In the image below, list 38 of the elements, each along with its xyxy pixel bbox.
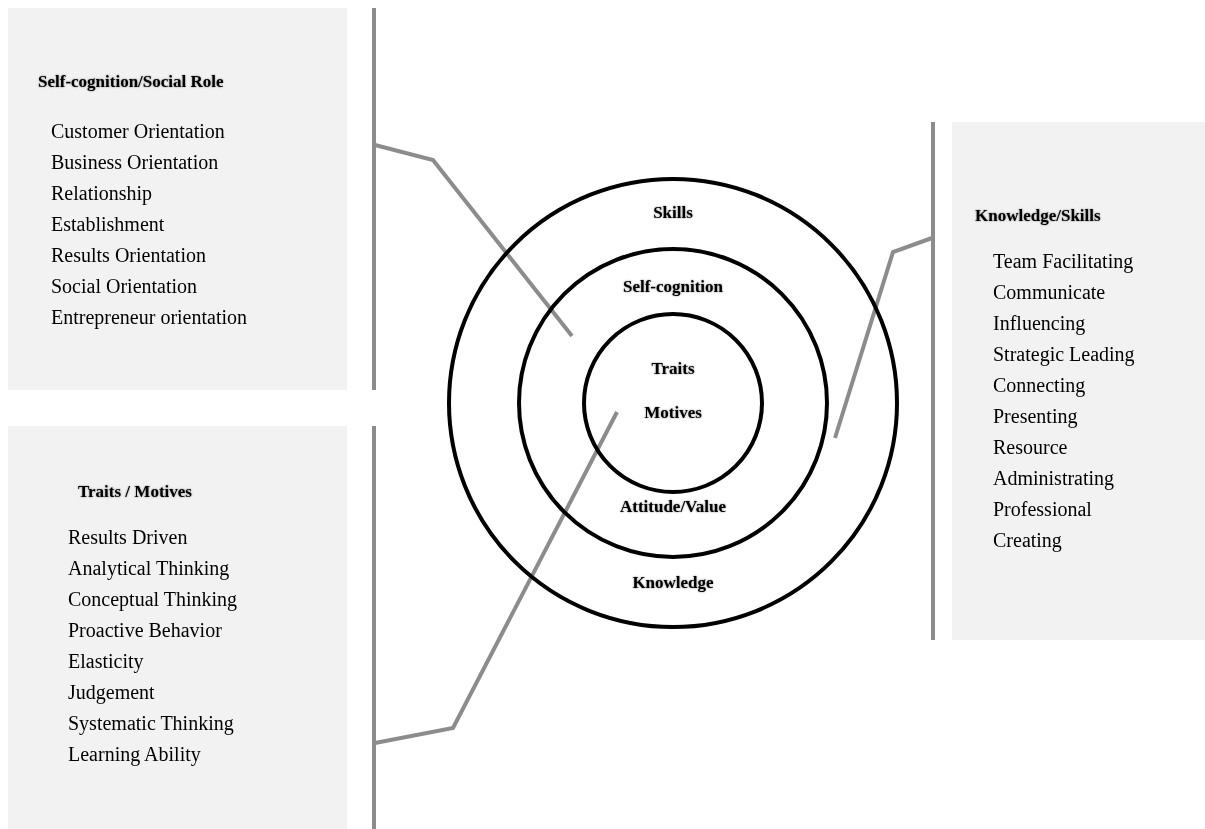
list-panel — [8, 426, 376, 829]
panel-heading: Traits / Motives — [78, 482, 192, 502]
list-item: Conceptual Thinking — [68, 588, 238, 611]
list-item: Establishment — [51, 213, 165, 236]
list-item: Professional — [993, 498, 1092, 521]
list-item: Entrepreneur orientation — [51, 306, 248, 329]
list-panel — [931, 122, 1205, 640]
ring-label: Motives — [643, 403, 703, 423]
list-item: Elasticity — [68, 650, 144, 673]
leader-line — [833, 236, 933, 439]
list-item: Creating — [993, 529, 1062, 552]
list-panel — [8, 8, 376, 390]
ring-label: Attitude/Value — [618, 497, 728, 517]
list-item: Social Orientation — [51, 275, 198, 298]
panel-heading: Knowledge/Skills — [975, 206, 1101, 226]
list-item: Results Driven — [68, 526, 188, 549]
list-item: Relationship — [51, 182, 153, 205]
list-item: Connecting — [993, 374, 1086, 397]
list-item: Systematic Thinking — [68, 712, 234, 735]
list-item: Administrating — [993, 467, 1115, 490]
list-item: Resource — [993, 436, 1068, 459]
list-item: Learning Ability — [68, 743, 201, 766]
list-item: Strategic Leading — [993, 343, 1135, 366]
list-item: Results Orientation — [51, 244, 206, 267]
list-item: Judgement — [68, 681, 155, 704]
ring-label: Skills — [652, 203, 694, 223]
list-item: Proactive Behavior — [68, 619, 222, 642]
ring-label: Self-cognition — [621, 277, 725, 297]
list-item: Presenting — [993, 405, 1078, 428]
list-item: Customer Orientation — [51, 120, 225, 143]
panel-heading: Self-cognition/Social Role — [38, 72, 224, 92]
list-item: Team Facilitating — [993, 250, 1134, 273]
ring-label: Traits — [650, 359, 696, 379]
list-item: Business Orientation — [51, 151, 219, 174]
list-item: Communicate — [993, 281, 1106, 304]
ring-label: Knowledge — [631, 573, 715, 593]
list-item: Analytical Thinking — [68, 557, 230, 580]
list-item: Influencing — [993, 312, 1086, 335]
